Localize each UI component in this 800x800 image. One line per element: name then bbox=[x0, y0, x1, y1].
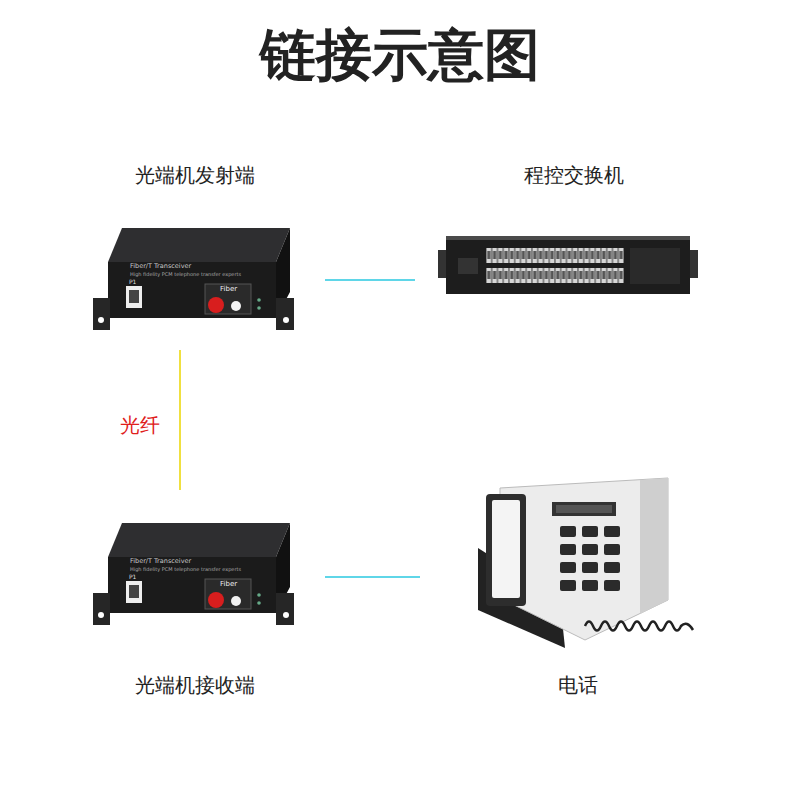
pbx-device bbox=[438, 236, 698, 294]
device-print: High fidelity PCM telephone transfer exp… bbox=[130, 566, 241, 572]
cable-line bbox=[325, 576, 420, 578]
edge-label: 光纤 bbox=[120, 413, 160, 437]
device-caption: 光端机发射端 bbox=[135, 163, 255, 187]
device-print: High fidelity PCM telephone transfer exp… bbox=[130, 271, 241, 277]
device-node: 光端机接收端 bbox=[98, 518, 292, 626]
cable-line bbox=[325, 279, 415, 281]
device-node: 电话 bbox=[470, 478, 705, 658]
device-print: P1 bbox=[129, 573, 136, 580]
receiver-device bbox=[93, 523, 294, 625]
device-print: Fiber bbox=[220, 580, 237, 588]
device-print: Fiber bbox=[220, 285, 237, 293]
device-print: Fiber/T Transceiver bbox=[130, 558, 191, 566]
telephone-illustration bbox=[478, 478, 693, 648]
device-caption: 电话 bbox=[558, 673, 598, 697]
diagram-title: 链接示意图 bbox=[0, 20, 800, 90]
fiber-line bbox=[179, 350, 181, 490]
device-caption: 光端机接收端 bbox=[135, 673, 255, 697]
device-print: Fiber/T Transceiver bbox=[130, 263, 191, 271]
device-node: 光端机发射端 bbox=[98, 224, 292, 332]
device-print: P1 bbox=[129, 278, 136, 285]
transmitter-device bbox=[93, 228, 294, 330]
device-caption: 程控交换机 bbox=[524, 163, 624, 187]
device-node: 程控交换机 bbox=[438, 232, 696, 298]
